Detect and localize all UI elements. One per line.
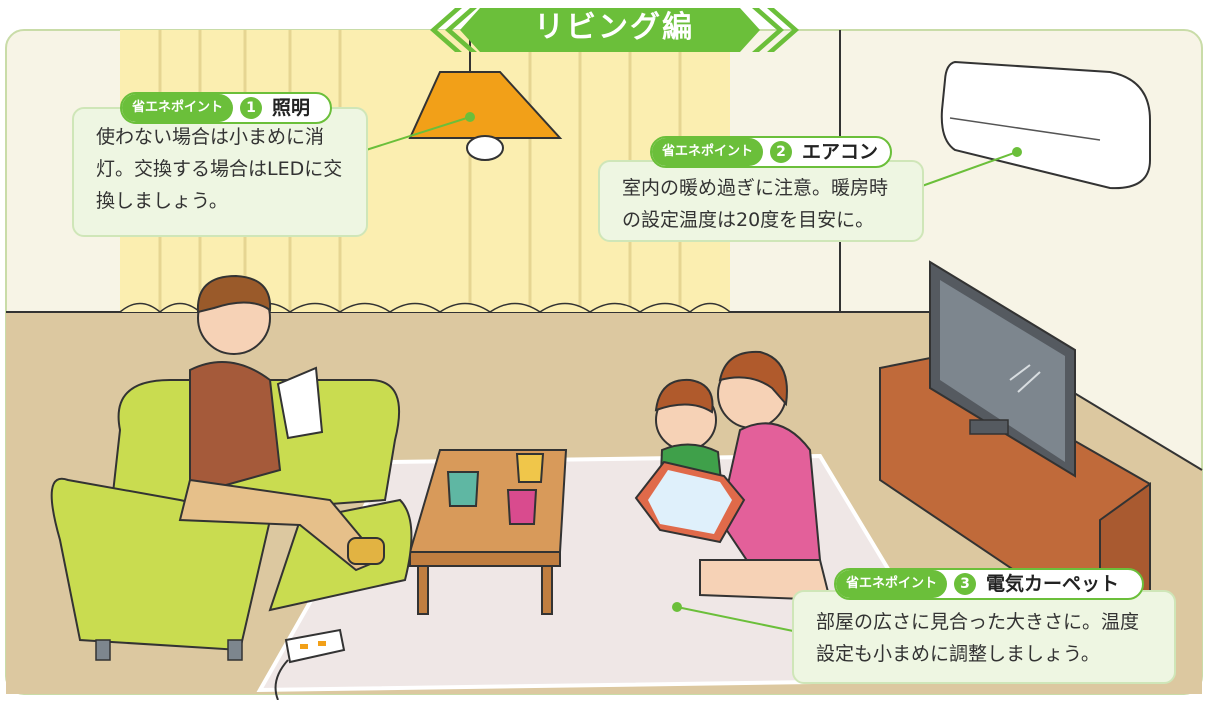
mug-pink	[506, 489, 538, 525]
man-with-tablet	[178, 274, 385, 572]
header: リビング編	[432, 4, 796, 56]
point-number-badge: 3	[954, 573, 976, 595]
eco-point-badge: 省エネポイント	[652, 138, 764, 166]
eco-point-badge: 省エネポイント	[122, 94, 234, 122]
callout-carpet-line-1: 部屋の広さに見合った大きさに。温度	[816, 611, 1140, 633]
tag-title-carpet: 電気カーペット	[986, 573, 1120, 595]
mother	[699, 350, 832, 602]
callout-carpet: 部屋の広さに見合った大きさに。温度 設定も小まめに調整しましょう。	[792, 590, 1176, 684]
header-ribbon	[430, 8, 799, 52]
tag-lighting: 省エネポイント 1 照明	[120, 92, 332, 124]
point-number-badge: 2	[770, 141, 792, 163]
callout-lighting-line-3: 換しましょう。	[96, 190, 228, 212]
television	[929, 260, 1076, 478]
carpet-controller	[274, 628, 346, 701]
air-conditioner	[940, 60, 1151, 190]
leader-line-3	[676, 606, 799, 633]
callout-lighting-line-1: 使わない場合は小まめに消	[96, 126, 325, 148]
callout-aircon: 室内の暖め過ぎに注意。暖房時 の設定温度は20度を目安に。	[598, 160, 924, 242]
mug-yellow	[515, 453, 545, 483]
page-title: リビング編	[534, 10, 694, 45]
leader-line-1	[365, 116, 471, 151]
mug-teal	[446, 471, 480, 507]
tag-aircon: 省エネポイント 2 エアコン	[650, 136, 892, 168]
leader-line-2	[921, 151, 1018, 187]
point-number-badge: 1	[240, 97, 262, 119]
sofa	[50, 379, 413, 661]
tag-carpet: 省エネポイント 3 電気カーペット	[834, 568, 1144, 600]
callout-lighting-line-2: 灯。交換する場合はLEDに交	[96, 158, 343, 180]
tag-title-aircon: エアコン	[802, 141, 879, 163]
tag-title-lighting: 照明	[272, 97, 311, 119]
callout-aircon-line-2: の設定温度は20度を目安に。	[622, 209, 875, 231]
callout-carpet-line-2: 設定も小まめに調整しましょう。	[816, 643, 1100, 665]
callout-aircon-line-1: 室内の暖め過ぎに注意。暖房時	[622, 177, 889, 199]
picture-book	[634, 460, 746, 544]
eco-point-badge: 省エネポイント	[836, 570, 948, 598]
pendant-lamp	[408, 30, 563, 161]
callout-lighting: 使わない場合は小まめに消 灯。交換する場合はLEDに交 換しましょう。	[72, 107, 368, 237]
